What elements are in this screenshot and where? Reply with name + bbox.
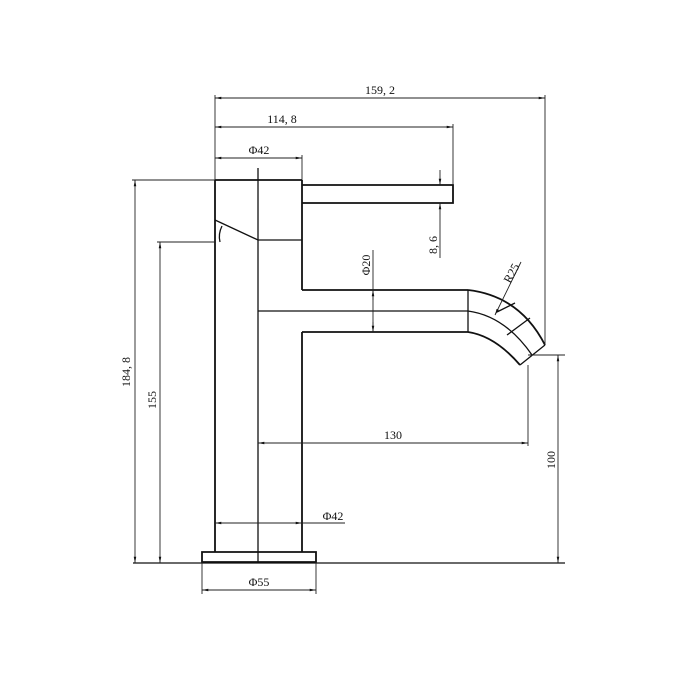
dim-body-diameter-top: Φ42	[249, 143, 270, 157]
base-plate	[201, 551, 317, 563]
dim-overall-height: 184, 8	[119, 357, 133, 387]
spout-segment-1	[496, 302, 516, 313]
dim-base-diameter: Φ55	[249, 575, 270, 589]
dim-lever-length: 114, 8	[267, 112, 297, 126]
dim-lever-thickness: 8, 6	[426, 236, 440, 254]
dim-overall-length: 159, 2	[365, 83, 395, 97]
dim-spout-reach: 130	[384, 428, 402, 442]
lever	[302, 184, 454, 204]
dim-spout-diameter: Φ20	[359, 255, 373, 276]
dim-bend-radius: R25	[501, 261, 523, 285]
spout-bend-outer	[467, 289, 546, 346]
dim-spout-height: 100	[544, 451, 558, 469]
dimensions: 159, 2 114, 8 Φ42 8, 6 Φ20 R25 130 184, …	[119, 83, 565, 594]
tap-outline	[133, 168, 565, 564]
spout-segment-2	[506, 317, 531, 336]
spout-bend-inner	[467, 331, 521, 366]
spout-bend-center	[467, 310, 533, 356]
dim-body-diameter-bottom: Φ42	[323, 509, 344, 523]
dim-body-height: 155	[145, 391, 159, 409]
chamfer-angle-arc	[218, 225, 223, 243]
